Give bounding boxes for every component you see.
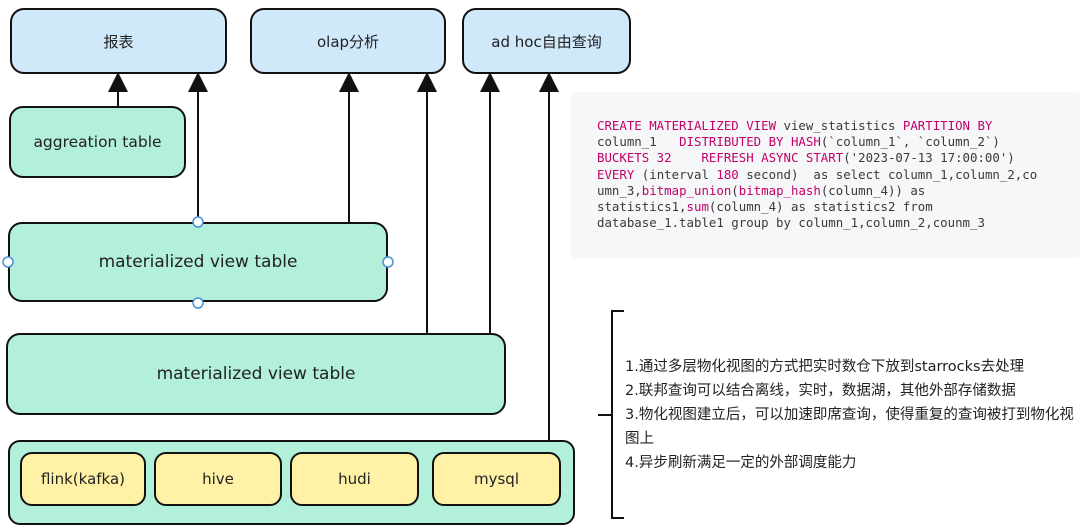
code-text: ('2023-07-13 17:00:00')	[843, 150, 1015, 166]
code-kw: bitmap_union	[641, 182, 732, 198]
notes-list: 1.通过多层物化视图的方式把实时数仓下放到starrocks去处理 2.联邦查询…	[625, 355, 1075, 475]
code-kw: DISTRIBUTED BY HASH	[679, 134, 821, 150]
note-item: 4.异步刷新满足一定的外部调度能力	[625, 455, 857, 471]
resize-handle-bottom	[192, 297, 204, 309]
materialized-view-upper-label: materialized view table	[98, 252, 298, 272]
resize-handle-left	[2, 256, 14, 268]
olap-target-box: olap分析	[250, 8, 446, 74]
source-flink: flink(kafka)	[20, 452, 146, 506]
code-kw: EVERY	[597, 166, 635, 182]
adhoc-label: ad hoc自由查询	[491, 32, 602, 51]
code-text: (column_4)) as	[820, 182, 926, 198]
code-text: umn_3,	[597, 182, 642, 198]
source-flink-label: flink(kafka)	[40, 470, 126, 488]
report-target-box: 报表	[10, 8, 227, 74]
olap-label: olap分析	[316, 32, 380, 51]
code-kw: PARTITION BY	[902, 118, 993, 133]
code-text: (	[731, 182, 739, 198]
source-mysql: mysql	[432, 452, 561, 506]
source-hive-label: hive	[202, 470, 234, 488]
code-text: column_1	[597, 134, 680, 150]
code-kw: bitmap_hash	[738, 182, 821, 198]
resize-handle-right	[382, 256, 394, 268]
adhoc-target-box: ad hoc自由查询	[462, 8, 631, 74]
code-text: second) as select column_1,column_2,co	[738, 166, 1038, 182]
code-text: view_statistics	[776, 118, 903, 133]
code-kw: sum	[686, 199, 709, 215]
code-text: (column_4) as statistics2 from	[708, 199, 933, 215]
aggregation-table-label: aggreation table	[33, 133, 162, 151]
code-kw: 180	[716, 166, 739, 182]
source-mysql-label: mysql	[474, 470, 519, 488]
code-text: statistics1,	[597, 199, 687, 215]
source-hudi: hudi	[290, 452, 419, 506]
resize-handle-top	[192, 216, 204, 228]
note-item: 3.物化视图建立后，可以加速即席查询，使得重复的查询被打到物化视图上	[625, 407, 1074, 447]
note-item: 1.通过多层物化视图的方式把实时数仓下放到starrocks去处理	[625, 359, 1025, 375]
note-item: 2.联邦查询可以结合离线，实时，数据湖，其他外部存储数据	[625, 383, 1016, 399]
aggregation-table-box: aggreation table	[9, 106, 186, 178]
code-text: database_1.table1 group by column_1,colu…	[597, 215, 985, 231]
source-hive: hive	[154, 452, 282, 506]
materialized-view-lower-box: materialized view table	[6, 333, 506, 415]
code-text: (interval	[634, 166, 717, 182]
code-kw: BUCKETS 32 REFRESH ASYNC START	[597, 150, 844, 166]
materialized-view-upper-box[interactable]: materialized view table	[8, 222, 388, 302]
code-kw: CREATE MATERIALIZED VIEW	[597, 118, 777, 133]
source-hudi-label: hudi	[338, 470, 371, 488]
code-text: (`column_1`, `column_2`)	[820, 134, 1000, 150]
report-label: 报表	[103, 32, 134, 51]
materialized-view-lower-label: materialized view table	[156, 364, 356, 384]
sql-code-block: CREATE MATERIALIZED VIEW view_statistics…	[571, 92, 1080, 258]
